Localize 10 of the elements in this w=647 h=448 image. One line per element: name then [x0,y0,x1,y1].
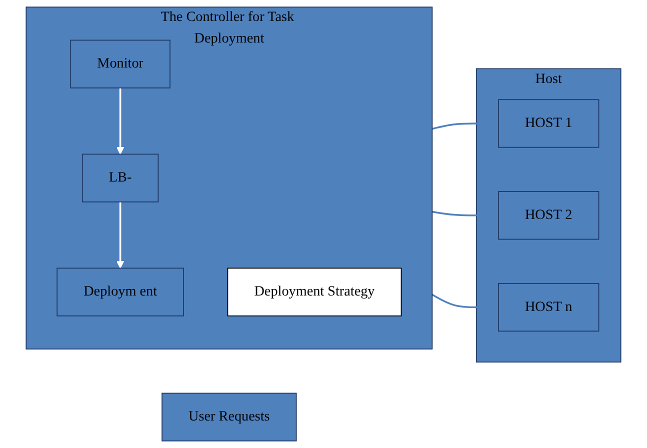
node-box: HOST 1 [498,99,600,148]
node-box: HOST n [498,282,600,332]
node-box: Monitor [70,40,170,88]
node-box: LB- [82,154,159,202]
node-box: HOST 2 [498,191,600,240]
node-box: User Requests [162,392,297,442]
node-box: Deploym ent [56,268,184,316]
arrow [116,202,124,269]
arrow [116,88,124,155]
node-box: Deployment Strategy [227,268,402,316]
